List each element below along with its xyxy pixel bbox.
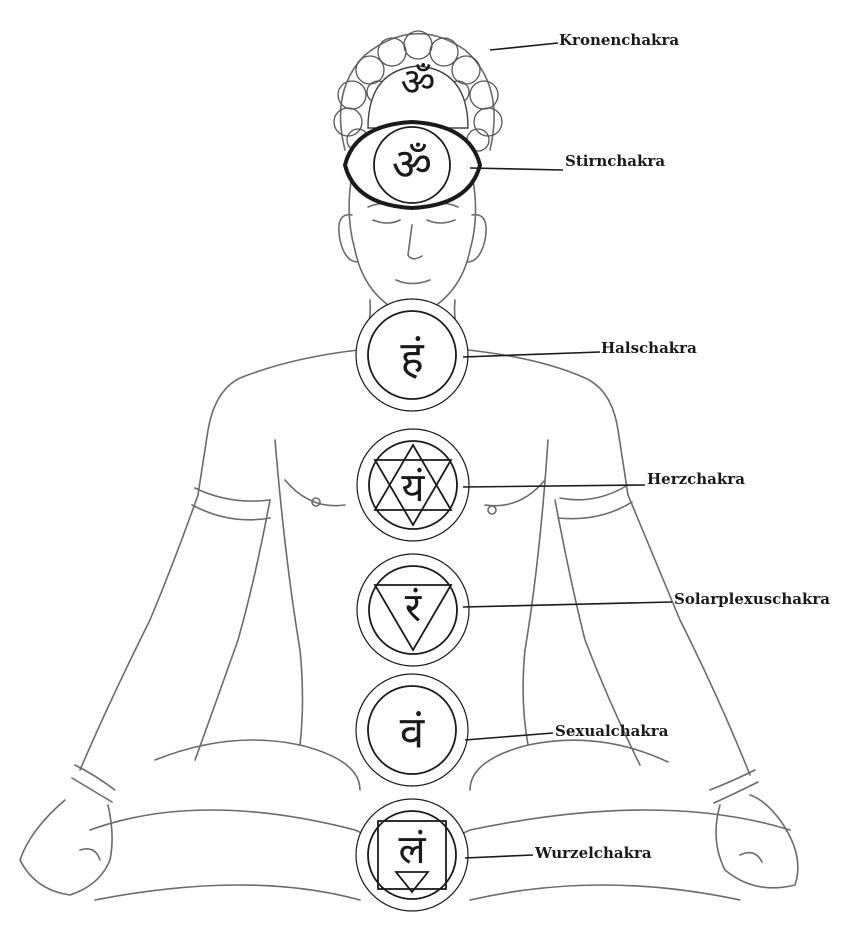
leader-line-heart [463,485,645,487]
leader-line-brow [470,168,563,170]
chakra-glyph-brow: ॐ [392,140,432,191]
chakra-lotus-icon [345,122,480,911]
label-herzchakra: Herzchakra [647,470,745,488]
chakra-glyph-root: लं [398,827,426,873]
label-stirnchakra: Stirnchakra [565,152,665,170]
leader-line-root [465,855,533,858]
label-halschakra: Halschakra [601,339,697,357]
chakra-glyph-crown: ॐ [401,60,436,104]
leader-line-sacral [465,733,553,740]
chakra-glyph-throat: हं [400,333,424,384]
leader-line-solar-plexus [463,602,672,607]
chakra-glyph-solar-plexus: रं [405,585,422,631]
label-wurzelchakra: Wurzelchakra [535,844,652,862]
label-sexualchakra: Sexualchakra [555,722,668,740]
label-kronenchakra: Kronenchakra [559,31,679,49]
leader-line-crown [490,43,558,50]
chakra-glyph-sacral: वं [400,708,426,759]
label-solarplexuschakra: Solarplexuschakra [674,590,830,608]
chakra-glyph-heart: यं [401,465,425,511]
leader-line-throat [463,352,600,357]
